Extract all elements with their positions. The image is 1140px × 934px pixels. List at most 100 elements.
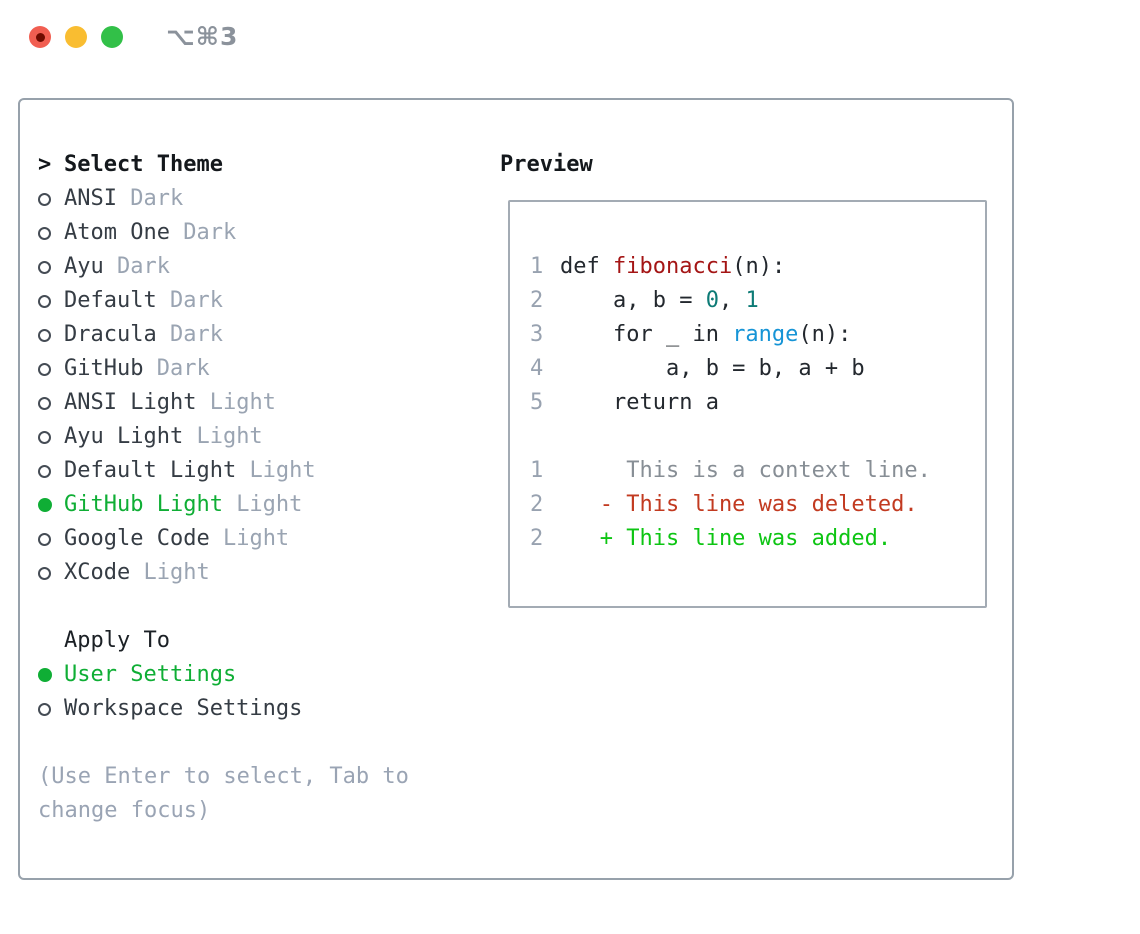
token-builtin: range <box>732 322 799 347</box>
apply-option-label: User Settings <box>64 662 237 687</box>
code-line-4: 4 a, b = b, a + b <box>530 352 931 386</box>
line-number: 4 <box>530 356 544 381</box>
theme-option-google-code-light[interactable]: Google Code Light <box>38 522 409 556</box>
radio-unselected-icon <box>38 464 64 478</box>
hint-line-2: change focus) <box>38 794 409 828</box>
token-number: 1 <box>745 288 759 313</box>
theme-option-github-dark[interactable]: GitHub Dark <box>38 352 409 386</box>
token-plain: for _ in <box>560 322 733 347</box>
line-number: 5 <box>530 390 544 415</box>
code-line-5: 5 return a <box>530 386 931 420</box>
theme-option-ayu-light-light[interactable]: Ayu Light Light <box>38 420 409 454</box>
token-function: fibonacci <box>612 254 733 279</box>
theme-option-ansi-light-light[interactable]: ANSI Light Light <box>38 386 409 420</box>
line-number: 1 <box>530 458 544 483</box>
titlebar: ⌥⌘3 <box>0 0 1140 75</box>
radio-unselected-icon <box>38 430 64 444</box>
theme-option-xcode-light[interactable]: XCode Light <box>38 556 409 590</box>
theme-option-atom-one-dark[interactable]: Atom One Dark <box>38 216 409 250</box>
theme-option-github-light-light[interactable]: GitHub Light Light <box>38 488 409 522</box>
code-line-3: 3 for _ in range(n): <box>530 318 931 352</box>
theme-name: Atom One <box>64 220 184 245</box>
theme-name: Ayu <box>64 254 117 279</box>
theme-option-ayu-dark[interactable]: Ayu Dark <box>38 250 409 284</box>
theme-name: ANSI <box>64 186 131 211</box>
theme-variant-tag: Dark <box>156 356 210 381</box>
theme-name: XCode <box>64 560 144 585</box>
token-plain: a, b = <box>560 288 706 313</box>
apply-option-label: Workspace Settings <box>64 696 303 721</box>
apply-to-header: Apply To <box>38 624 409 658</box>
code-line-8: 2 - This line was deleted. <box>530 488 931 522</box>
code-line-9: 2 + This line was added. <box>530 522 931 556</box>
apply-option-user-settings[interactable]: User Settings <box>38 658 409 692</box>
theme-variant-tag: Light <box>222 526 290 551</box>
close-button[interactable] <box>29 26 51 48</box>
radio-unselected-icon <box>38 362 64 376</box>
theme-variant-tag: Dark <box>183 220 237 245</box>
radio-unselected-icon <box>38 532 64 546</box>
code-text: - This line was deleted. <box>560 492 918 517</box>
radio-selected-icon <box>38 668 64 682</box>
theme-name: Dracula <box>64 322 170 347</box>
radio-unselected-icon <box>38 226 64 240</box>
code-text: a, b = b, a + b <box>560 356 865 381</box>
token-plain: a, b = b, a + b <box>560 356 865 381</box>
line-number: 2 <box>530 526 544 551</box>
token-plain: return a <box>560 390 719 415</box>
code-text: for _ in range(n): <box>560 322 851 347</box>
theme-variant-tag: Light <box>249 458 316 483</box>
theme-name: GitHub <box>64 356 157 381</box>
radio-unselected-icon <box>38 702 64 716</box>
token-added: + This line was added. <box>560 526 892 551</box>
theme-variant-tag: Light <box>196 424 263 449</box>
theme-name: GitHub Light <box>64 492 237 517</box>
minimize-button[interactable] <box>65 26 87 48</box>
theme-variant-tag: Light <box>143 560 210 585</box>
theme-name: Google Code <box>64 526 223 551</box>
theme-option-default-light-light[interactable]: Default Light Light <box>38 454 409 488</box>
spacer-row <box>38 726 409 760</box>
theme-variant-tag: Dark <box>169 288 223 313</box>
radio-unselected-icon <box>38 566 64 580</box>
theme-option-default-dark[interactable]: Default Dark <box>38 284 409 318</box>
theme-variant-tag: Dark <box>130 186 184 211</box>
radio-unselected-icon <box>38 396 64 410</box>
hint-line-1: (Use Enter to select, Tab to <box>38 760 409 794</box>
code-text: + This line was added. <box>560 526 891 551</box>
line-number: 1 <box>530 254 544 279</box>
token-number: 0 <box>705 288 719 313</box>
theme-name: ANSI Light <box>64 390 210 415</box>
token-plain: (n): <box>732 254 786 279</box>
code-text: def fibonacci(n): <box>560 254 785 279</box>
theme-name: Ayu Light <box>64 424 197 449</box>
code-line-1: 1 def fibonacci(n): <box>530 250 931 284</box>
theme-variant-tag: Dark <box>169 322 223 347</box>
radio-unselected-icon <box>38 192 64 206</box>
token-plain: (n): <box>798 322 852 347</box>
token-plain: def <box>560 254 613 279</box>
select-theme-header: >Select Theme <box>38 148 409 182</box>
apply-option-workspace-settings[interactable]: Workspace Settings <box>38 692 409 726</box>
theme-variant-tag: Light <box>209 390 276 415</box>
select-theme-title: Select Theme <box>64 152 223 177</box>
radio-unselected-icon <box>38 260 64 274</box>
code-line-2: 2 a, b = 0, 1 <box>530 284 931 318</box>
theme-option-ansi-dark[interactable]: ANSI Dark <box>38 182 409 216</box>
radio-unselected-icon <box>38 328 64 342</box>
theme-variant-tag: Light <box>236 492 303 517</box>
zoom-button[interactable] <box>101 26 123 48</box>
hint-text: (Use Enter to select, Tab to <box>38 764 409 789</box>
radio-selected-icon <box>38 498 64 512</box>
token-plain: , <box>718 288 746 313</box>
spacer-row <box>38 590 409 624</box>
theme-option-dracula-dark[interactable]: Dracula Dark <box>38 318 409 352</box>
code-line-6 <box>530 420 931 454</box>
radio-unselected-icon <box>38 294 64 308</box>
code-text: a, b = 0, 1 <box>560 288 759 313</box>
token-deleted: - This line was deleted. <box>560 492 918 517</box>
